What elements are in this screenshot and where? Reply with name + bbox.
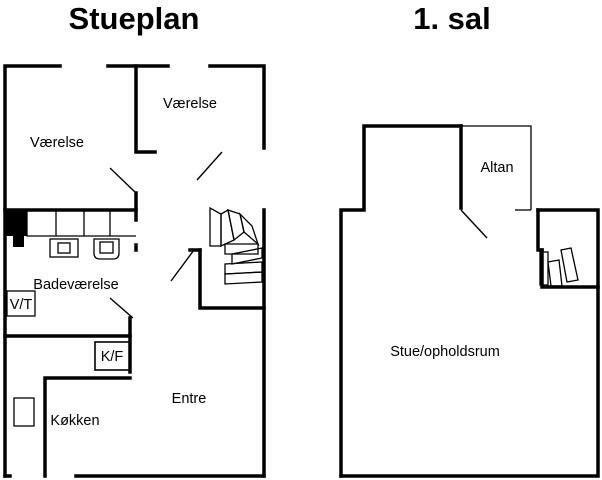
ground-floor-staircase-icon (209, 206, 263, 285)
washbasin-icon (49, 238, 79, 258)
room-label-balcony: Altan (480, 160, 513, 176)
stair-door-icon (170, 249, 195, 282)
balcony-door-icon (460, 209, 488, 239)
room-label-fridge-freezer: K/F (101, 349, 124, 365)
stove-icon (13, 397, 35, 427)
room-label-bedroom-2: Værelse (163, 96, 217, 112)
water-heater-box (6, 290, 36, 317)
first-floor-title: 1. sal (413, 1, 491, 36)
ground-floor-plan: Værelse Værelse Badeværelse V/T K/F Køkk… (3, 64, 266, 478)
first-floor-plan: Altan Stue/opholdsrum (339, 124, 600, 478)
bedroom-2-door-icon (196, 151, 223, 181)
bathroom-door-icon (109, 297, 134, 319)
shower-icon (5, 210, 27, 236)
ground-floor-exterior-walls (3, 64, 266, 478)
balcony-outline (461, 125, 532, 211)
room-label-bedroom-1: Værelse (30, 135, 84, 151)
fridge-freezer-box (94, 341, 131, 371)
bedroom-1-door-icon (109, 167, 137, 194)
bathroom-fixtures (5, 210, 136, 260)
ground-floor-title: Stueplan (69, 1, 200, 36)
room-label-water-heater: V/T (10, 297, 33, 313)
room-label-entrance: Entre (172, 391, 207, 407)
room-label-kitchen: Køkken (50, 413, 99, 429)
first-floor-exterior-walls (339, 124, 600, 478)
toilet-icon (93, 238, 120, 260)
ground-floor-doors (109, 151, 223, 319)
ground-floor-interior-walls (3, 64, 266, 478)
room-label-bathroom: Badeværelse (33, 277, 118, 293)
first-floor-staircase-icon (539, 247, 579, 287)
room-label-living-room: Stue/opholdsrum (390, 344, 500, 360)
